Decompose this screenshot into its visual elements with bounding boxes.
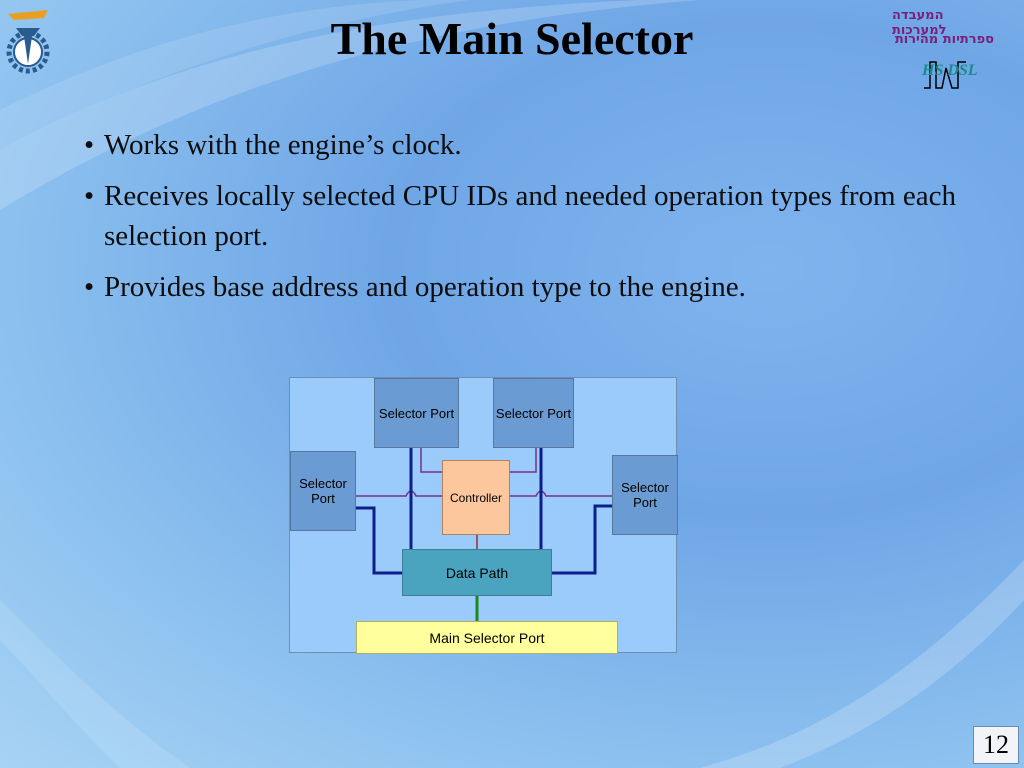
lab-logo-line1: המעבדה למערכות xyxy=(892,8,947,38)
selector-port-left: Selector Port xyxy=(290,451,356,531)
selector-port-top-left: Selector Port xyxy=(374,378,459,448)
bullet-item: •Provides base address and operation typ… xyxy=(84,270,746,303)
bullet-text: Receives locally selected CPU IDs and ne… xyxy=(104,179,956,253)
university-logo-icon xyxy=(6,10,50,74)
selector-port-top-right: Selector Port xyxy=(493,378,574,448)
slide-title: The Main Selector xyxy=(330,13,694,64)
waveform-icon xyxy=(924,61,966,89)
main-selector-diagram: Selector Port Selector Port Selector Por… xyxy=(289,377,678,654)
control-wire-left xyxy=(356,490,442,497)
bullet-text: Works with the engine’s clock. xyxy=(104,129,462,161)
data-wire-right xyxy=(552,504,612,575)
control-wire-right xyxy=(510,490,612,497)
lab-logo-line2: ספרתיות מהירות xyxy=(894,32,994,47)
bullet-item: •Works with the engine’s clock. xyxy=(84,129,462,161)
bullet-text: Provides base address and operation type… xyxy=(104,270,746,303)
data-path-block: Data Path xyxy=(402,549,552,596)
control-wire-top-left xyxy=(420,448,442,473)
lab-tag: HS DSL xyxy=(922,62,978,79)
selector-port-right: Selector Port xyxy=(612,455,678,535)
data-wire-left xyxy=(356,506,402,575)
bullet-item: •Receives locally selected CPU IDs and n… xyxy=(84,179,956,253)
bullet-list: •Works with the engine’s clock. •Receive… xyxy=(84,125,964,317)
page-number: 12 xyxy=(973,726,1019,764)
lab-logo: המעבדה למערכות ספרתיות מהירות xyxy=(892,4,1014,94)
main-selector-port-block: Main Selector Port xyxy=(356,621,618,654)
control-wire-top-right xyxy=(510,448,537,473)
diagram-wires xyxy=(356,448,612,622)
controller-block: Controller xyxy=(442,460,510,535)
